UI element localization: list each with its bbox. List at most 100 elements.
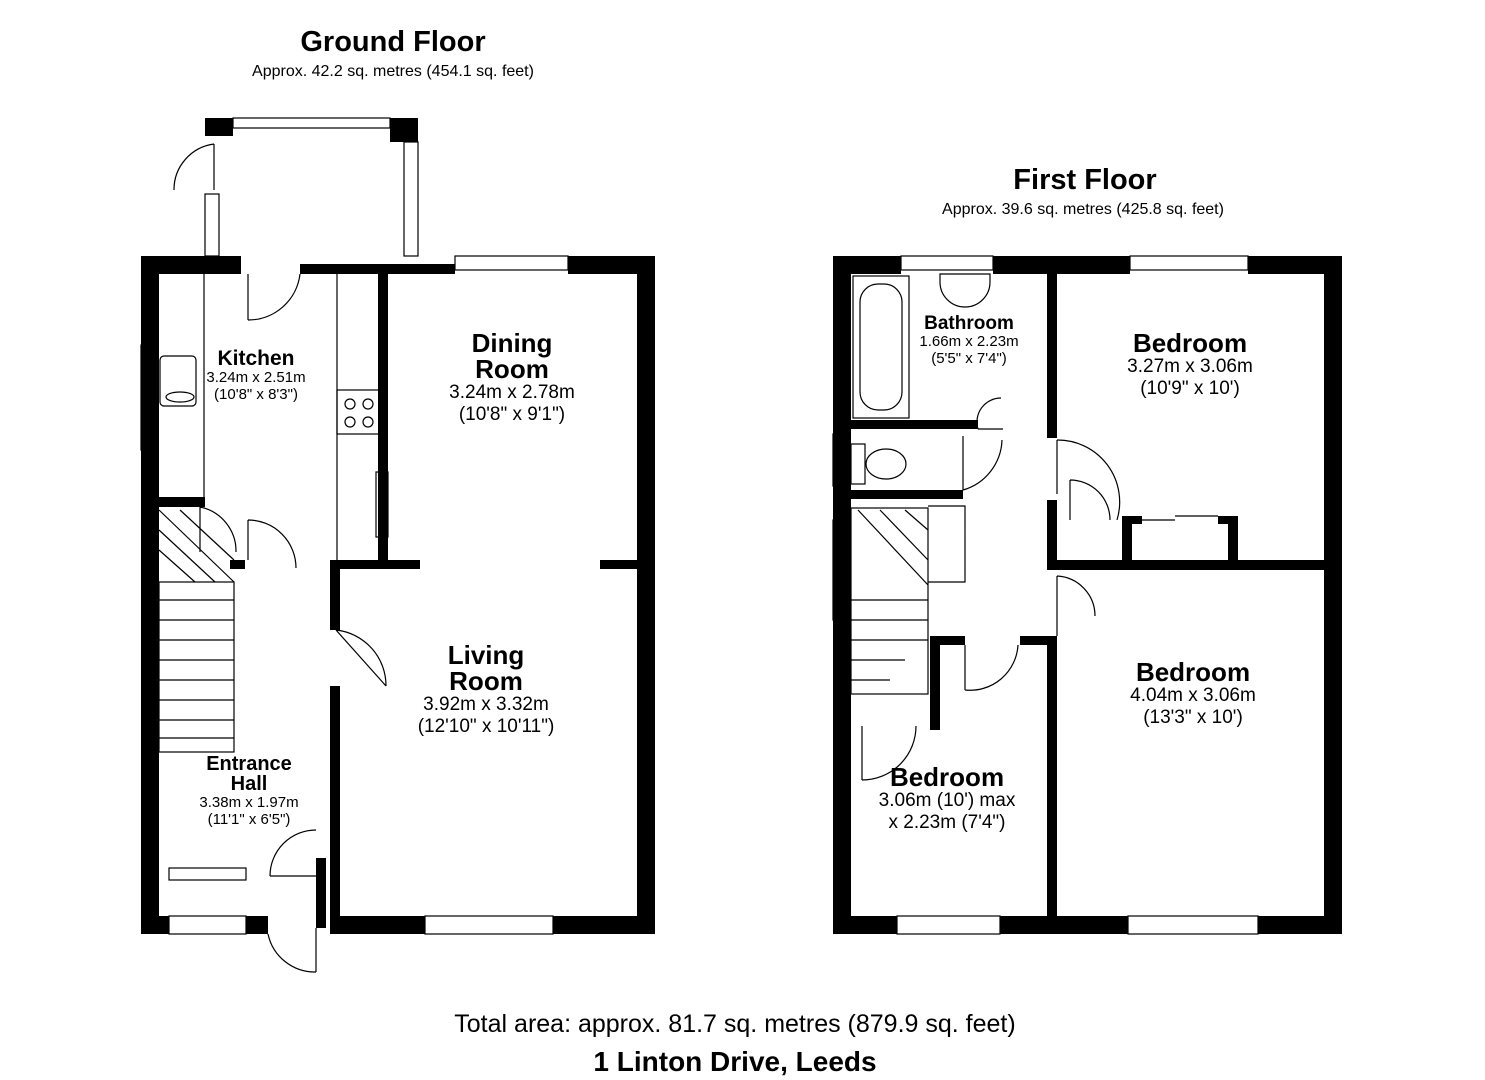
door-front — [267, 928, 317, 973]
kitchen-dim-m: 3.24m x 2.51m — [206, 369, 306, 386]
ground-wall-top-mid — [300, 264, 455, 274]
first-wall-left — [833, 256, 851, 934]
bathroom-name: Bathroom — [924, 313, 1014, 334]
living-name-2: Room — [449, 666, 523, 696]
room-label-living: Living Room 3.92m x 3.32m (12'10" x 10'1… — [386, 642, 586, 738]
door-landing-bed2 — [964, 644, 1019, 691]
first-floor-title: First Floor — [1013, 164, 1157, 196]
wall-landing-bed2 — [1020, 636, 1057, 645]
wall-wardrobe-top-2 — [1218, 516, 1238, 524]
bedroom-3-dim-m: 3.06m (10') max — [878, 790, 1016, 811]
first-wall-top-left — [833, 256, 901, 274]
door-kitchen-back — [247, 273, 301, 321]
stairs-first — [850, 507, 929, 695]
wall-kitchen-hall — [155, 497, 205, 507]
ground-wall-bottom-left — [141, 916, 169, 934]
door-bed2 — [1056, 575, 1096, 636]
wall-wc-window-side — [833, 430, 851, 490]
window-living-bottom — [424, 915, 554, 935]
wall-wc-bottom — [848, 490, 963, 499]
bath-tub — [852, 275, 910, 419]
bedroom-3-dim-ft: x 2.23m (7'4") — [888, 811, 1006, 833]
ground-floor-title: Ground Floor — [300, 26, 486, 58]
room-label-bedroom-2: Bedroom 4.04m x 3.06m (13'3" x 10') — [1093, 659, 1293, 729]
wall-hall-living-lower — [330, 686, 340, 926]
kitchen-dim-ft: (10'8" x 8'3") — [214, 386, 298, 404]
window-kitchen-dining — [375, 471, 389, 538]
kitchen-hob — [336, 389, 380, 435]
kitchen-drainer — [165, 391, 195, 403]
bedroom-2-dim-ft: (13'3" x 10') — [1143, 706, 1243, 728]
hob-ring-2 — [362, 398, 374, 410]
toilet-bowl — [865, 448, 907, 480]
first-wall-bottom-left — [833, 916, 897, 934]
wall-bed1-left-lower — [1047, 500, 1057, 570]
ground-floor-lines — [140, 117, 569, 973]
door-bed3 — [861, 725, 917, 781]
window-porch-left — [204, 193, 220, 257]
room-label-dining: Dining Room 3.24m x 2.78m (10'8" x 9'1") — [412, 330, 612, 426]
first-floor-lines — [832, 255, 1259, 935]
wall-porch-side — [316, 858, 326, 928]
room-label-hall: Entrance Hall 3.38m x 1.97m (11'1" x 6'5… — [174, 754, 324, 829]
wall-kitchen-dining — [378, 268, 388, 563]
room-label-kitchen: Kitchen 3.24m x 2.51m (10'8" x 8'3") — [186, 348, 326, 404]
dining-name-2: Room — [475, 354, 549, 384]
dining-dim-m: 3.24m x 2.78m — [449, 382, 575, 403]
ground-wall-right — [637, 256, 655, 934]
window-bed1 — [1129, 255, 1249, 271]
living-name-1: Living — [447, 640, 525, 670]
wall-wardrobe-2 — [1228, 516, 1238, 566]
window-kitchen-left — [140, 344, 156, 451]
wall-bath-bed1 — [1047, 268, 1057, 438]
door-wc — [962, 436, 1003, 491]
ground-wall-top-left — [141, 256, 241, 274]
ground-floor-plan — [141, 118, 655, 934]
door-porch-inner — [269, 829, 317, 877]
dining-dim-ft: (10'8" x 9'1") — [458, 403, 566, 425]
first-wall-bottom-right — [1258, 916, 1342, 934]
wall-bed1-bed2 — [1047, 560, 1332, 570]
bath-tub-inner — [859, 283, 903, 411]
door-bed1-cupboard — [1069, 479, 1111, 521]
first-floor-area: Approx. 39.6 sq. metres (425.8 sq. feet) — [942, 201, 1224, 218]
toilet-cistern — [850, 443, 866, 485]
window-bed2 — [1127, 915, 1259, 935]
hall-name-1: Entrance — [206, 753, 292, 775]
window-landing — [832, 519, 848, 621]
stair-winder-first — [857, 505, 966, 586]
window-porch-right — [403, 141, 419, 257]
kitchen-name: Kitchen — [217, 347, 295, 370]
hob-ring-1 — [344, 398, 356, 410]
bedroom-1-dim-m: 3.27m x 3.06m — [1127, 356, 1253, 377]
window-porch-top — [232, 117, 391, 129]
hall-dim-ft: (11'1" x 6'5") — [207, 811, 291, 829]
stairs-ground — [158, 581, 235, 753]
first-wall-bottom-mid — [1000, 916, 1128, 934]
door-bed1 — [1056, 439, 1121, 521]
bedroom-1-name: Bedroom — [1132, 328, 1248, 358]
porch-corner-left — [205, 118, 233, 136]
window-wc — [832, 433, 848, 487]
wall-bed3-stub2 — [930, 720, 940, 730]
window-bed3 — [896, 915, 1001, 935]
ground-wall-top-right — [568, 256, 655, 274]
door-living — [335, 629, 387, 687]
window-bathroom — [900, 255, 994, 271]
door-porch — [173, 143, 215, 191]
first-wall-top-right — [1248, 256, 1342, 274]
window-hall-mid — [168, 867, 247, 881]
first-wall-top-mid — [993, 256, 1130, 274]
bedroom-3-name: Bedroom — [889, 762, 1005, 792]
wall-dining-living-right — [600, 560, 640, 569]
hob-ring-4 — [362, 416, 374, 428]
wall-dining-living-left — [330, 560, 420, 569]
wall-wardrobe-1 — [1122, 516, 1132, 566]
room-label-bedroom-1: Bedroom 3.27m x 3.06m (10'9" x 10') — [1090, 330, 1290, 400]
window-hall-bottom — [168, 915, 247, 935]
hall-name-2: Hall — [230, 773, 268, 795]
bedroom-1-dim-ft: (10'9" x 10') — [1140, 377, 1240, 399]
ground-wall-bottom-mid — [330, 916, 425, 934]
wall-hall-living-upper — [330, 560, 340, 630]
